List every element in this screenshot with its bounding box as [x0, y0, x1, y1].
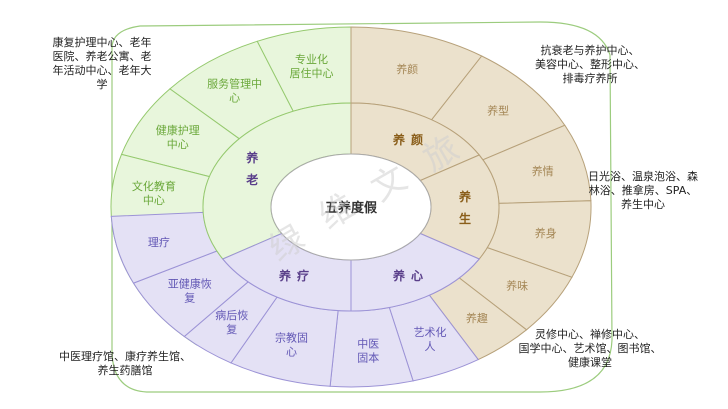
note-bottom-left: 中医理疗馆、康疗养生馆、 养生药膳馆	[40, 350, 210, 378]
outer-segment-label: 养颜	[396, 62, 418, 76]
note-line: 康复护理中心、老年	[52, 36, 152, 49]
outer-segment-label: 宗教固	[275, 330, 308, 344]
outer-segment-label: 中心	[143, 194, 165, 207]
note-line: 灵修中心、禅修中心、	[535, 328, 645, 341]
inner-sector-label: 生	[459, 211, 471, 226]
outer-segment-label: 养身	[535, 226, 557, 240]
note-line: 抗衰老与养护中心、	[540, 44, 640, 57]
note-line: 学	[96, 78, 108, 91]
outer-segment-label: 复	[226, 322, 237, 336]
outer-segment-label: 养型	[487, 104, 509, 118]
outer-segment-label: 养味	[506, 278, 528, 292]
note-line: 排毒疗养所	[562, 72, 618, 85]
outer-segment-label: 复	[184, 291, 195, 305]
note-line: 日光浴、温泉泡浴、森	[588, 170, 698, 183]
outer-segment-label: 中心	[167, 138, 189, 151]
outer-segment-label: 心	[229, 92, 240, 105]
note-top-left: 康复护理中心、老年 医院、养老公寓、老 年活动中心、老年大 学	[22, 36, 182, 92]
note-line: 养生中心	[621, 198, 665, 211]
outer-segment-label: 居住中心	[290, 66, 334, 80]
inner-sector-label: 养	[392, 268, 405, 283]
outer-segment-label: 服务管理中	[207, 77, 262, 91]
inner-sector-label: 颜	[411, 132, 423, 147]
note-right: 日光浴、温泉泡浴、森 林浴、推拿房、SPA、 养生中心	[568, 170, 718, 212]
connector-lines	[111, 21, 613, 393]
outer-segment-label: 亚健康恢	[168, 277, 212, 291]
note-line: 年活动中心、老年大	[52, 64, 152, 77]
outer-segment-label: 心	[286, 345, 297, 358]
inner-sector-label: 养	[278, 268, 291, 283]
outer-segment-label: 文化教育	[132, 179, 176, 193]
inner-sector-label: 心	[411, 269, 423, 283]
outer-segment-label: 中医	[357, 338, 379, 351]
outer-segment-label: 健康护理	[156, 123, 200, 137]
outer-segment-label: 人	[425, 340, 436, 353]
outer-ring: 专业化居住中心服务管理中心健康护理中心文化教育中心商业娱乐中心蓝卡等软性配套养颜…	[110, 26, 592, 388]
outer-segment-label: 固本	[357, 351, 379, 365]
outer-segment-label: 专业化	[295, 52, 328, 66]
note-top-right: 抗衰老与养护中心、 美容中心、整形中心、 排毒疗养所	[520, 44, 660, 86]
inner-sector-label: 养	[392, 132, 405, 147]
outer-segment-label: 艺术化	[414, 325, 447, 339]
note-line: 林浴、推拿房、SPA、	[588, 184, 698, 197]
outer-segment-label: 理疗	[148, 235, 170, 249]
note-line: 中医理疗馆、康疗养生馆、	[59, 350, 191, 363]
outer-segment-label: 养趣	[466, 311, 488, 325]
note-line: 养生药膳馆	[97, 364, 153, 377]
inner-sector-label: 老	[246, 172, 258, 187]
note-line: 医院、养老公寓、老	[52, 50, 152, 63]
note-bottom-right: 灵修中心、禅修中心、 国学中心、艺术馆、图书馆、 健康课堂	[500, 328, 680, 370]
note-line: 健康课堂	[568, 356, 612, 369]
note-line: 美容中心、整形中心、	[535, 58, 645, 71]
outer-segment-label: 病后恢	[215, 308, 248, 322]
center-label: 五养度假	[325, 200, 378, 216]
inner-sector-label: 养	[458, 189, 471, 204]
outer-segment-label: 养情	[532, 164, 554, 178]
connector-bracket	[111, 21, 613, 393]
note-line: 国学中心、艺术馆、图书馆、	[518, 342, 662, 355]
inner-sector-label: 养	[245, 150, 258, 165]
inner-sector-label: 疗	[297, 268, 309, 283]
center-circle: 五养度假	[270, 153, 432, 261]
